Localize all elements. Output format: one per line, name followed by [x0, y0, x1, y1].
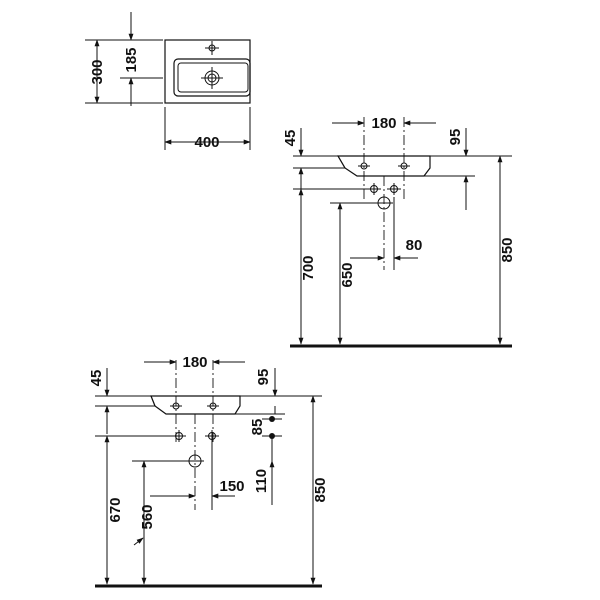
dim-tap-spacing-b: 180 [182, 354, 207, 371]
side-view-b: 45 180 95 85 110 150 670 560 850 [88, 354, 329, 588]
dim-total-height-a: 850 [499, 237, 516, 262]
dim-total-height-b: 850 [312, 477, 329, 502]
dim-rim-height-a: 45 [282, 130, 299, 147]
dim-depth: 300 [89, 59, 106, 84]
dim-supply-height-b: 670 [107, 497, 124, 522]
basin-profile-b [150, 395, 241, 415]
basin-profile-a [336, 155, 431, 177]
basin-bowl [173, 58, 251, 97]
top-view: 300 185 400 [85, 12, 251, 151]
dim-overhang-a: 95 [447, 129, 464, 146]
dim-waste-height-b: 560 [139, 504, 156, 529]
dim-waste-offset-b: 150 [219, 478, 244, 495]
dim-tap-spacing-a: 180 [371, 115, 396, 132]
dim-waste-drop: 110 [253, 469, 270, 493]
side-view-a: 45 180 95 80 700 650 850 [282, 115, 516, 348]
dim-inner-depth: 185 [123, 47, 140, 72]
basin-bowl-inner [177, 62, 249, 93]
dim-supply-height-a: 700 [300, 255, 317, 280]
dim-fixing-spacing: 85 [249, 419, 266, 436]
dim-waste-height-a: 650 [339, 262, 356, 287]
dim-width: 400 [194, 134, 219, 151]
dim-waste-offset-a: 80 [406, 237, 423, 254]
dim-overhang-b: 95 [255, 369, 272, 386]
dim-rim-height-b: 45 [88, 370, 105, 387]
